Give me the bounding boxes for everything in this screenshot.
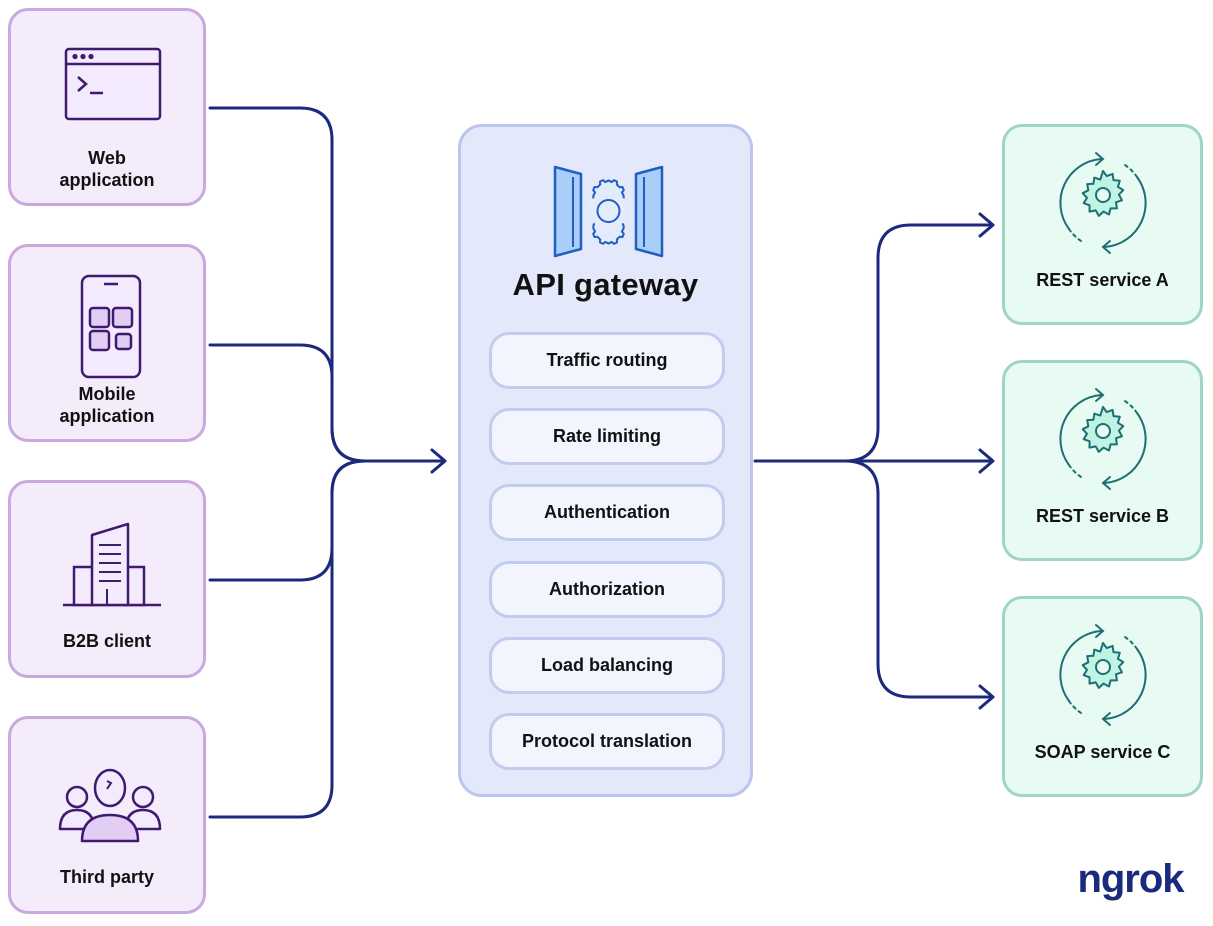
- connector-rest-service-a: [843, 223, 993, 463]
- connector-soap-service-c: [843, 459, 993, 699]
- feature-traffic-routing: Traffic routing: [489, 332, 725, 389]
- client-b2b-client: B2B client: [8, 480, 206, 678]
- mobile-app-icon: [80, 274, 142, 379]
- feature-load-balancing: Load balancing: [489, 637, 725, 694]
- rotating-gear-icon: [1059, 388, 1147, 490]
- arrowhead-rest-service-b: [978, 448, 995, 474]
- arrowhead-soap-service-c: [978, 684, 995, 710]
- service-rest-service-a: REST service A: [1002, 124, 1203, 325]
- feature-authorization: Authorization: [489, 561, 725, 618]
- gateway-title: API gateway: [512, 267, 699, 302]
- client-mobile-application: Mobile application: [8, 244, 206, 442]
- rotating-gear-icon: [1059, 624, 1147, 726]
- service-label: REST service A: [1036, 270, 1169, 290]
- client-web-application: Web application: [8, 8, 206, 206]
- client-label: Third party: [59, 867, 154, 887]
- client-third-party: Third party: [8, 716, 206, 914]
- arrowhead-gateway: [430, 448, 447, 474]
- logo-text: ngrok: [1077, 857, 1185, 901]
- gateway-gear-icon: [553, 165, 664, 258]
- arrowhead-rest-service-a: [978, 212, 995, 238]
- office-building-icon: [63, 522, 161, 607]
- service-label: REST service B: [1035, 506, 1170, 526]
- connector-third-party: [208, 459, 367, 819]
- client-label: Web application: [59, 148, 155, 190]
- client-label: Mobile application: [59, 384, 155, 426]
- feature-authentication: Authentication: [489, 484, 725, 541]
- feature-protocol-translation: Protocol translation: [489, 713, 725, 770]
- service-rest-service-b: REST service B: [1002, 360, 1203, 561]
- connector-mobile-application: [208, 343, 367, 463]
- browser-terminal-icon: [64, 47, 162, 121]
- ngrok-logo: ngrok: [1077, 857, 1186, 901]
- connector-web-application: [208, 106, 367, 463]
- connector-b2b-client: [208, 459, 367, 582]
- service-label: SOAP service C: [1034, 742, 1171, 762]
- rotating-gear-icon: [1059, 152, 1147, 254]
- feature-rate-limiting: Rate limiting: [489, 408, 725, 465]
- client-label: B2B client: [62, 631, 152, 651]
- api-gateway: API gateway Traffic routing Rate limitin…: [458, 124, 753, 797]
- people-group-icon: [58, 768, 162, 843]
- service-soap-service-c: SOAP service C: [1002, 596, 1203, 797]
